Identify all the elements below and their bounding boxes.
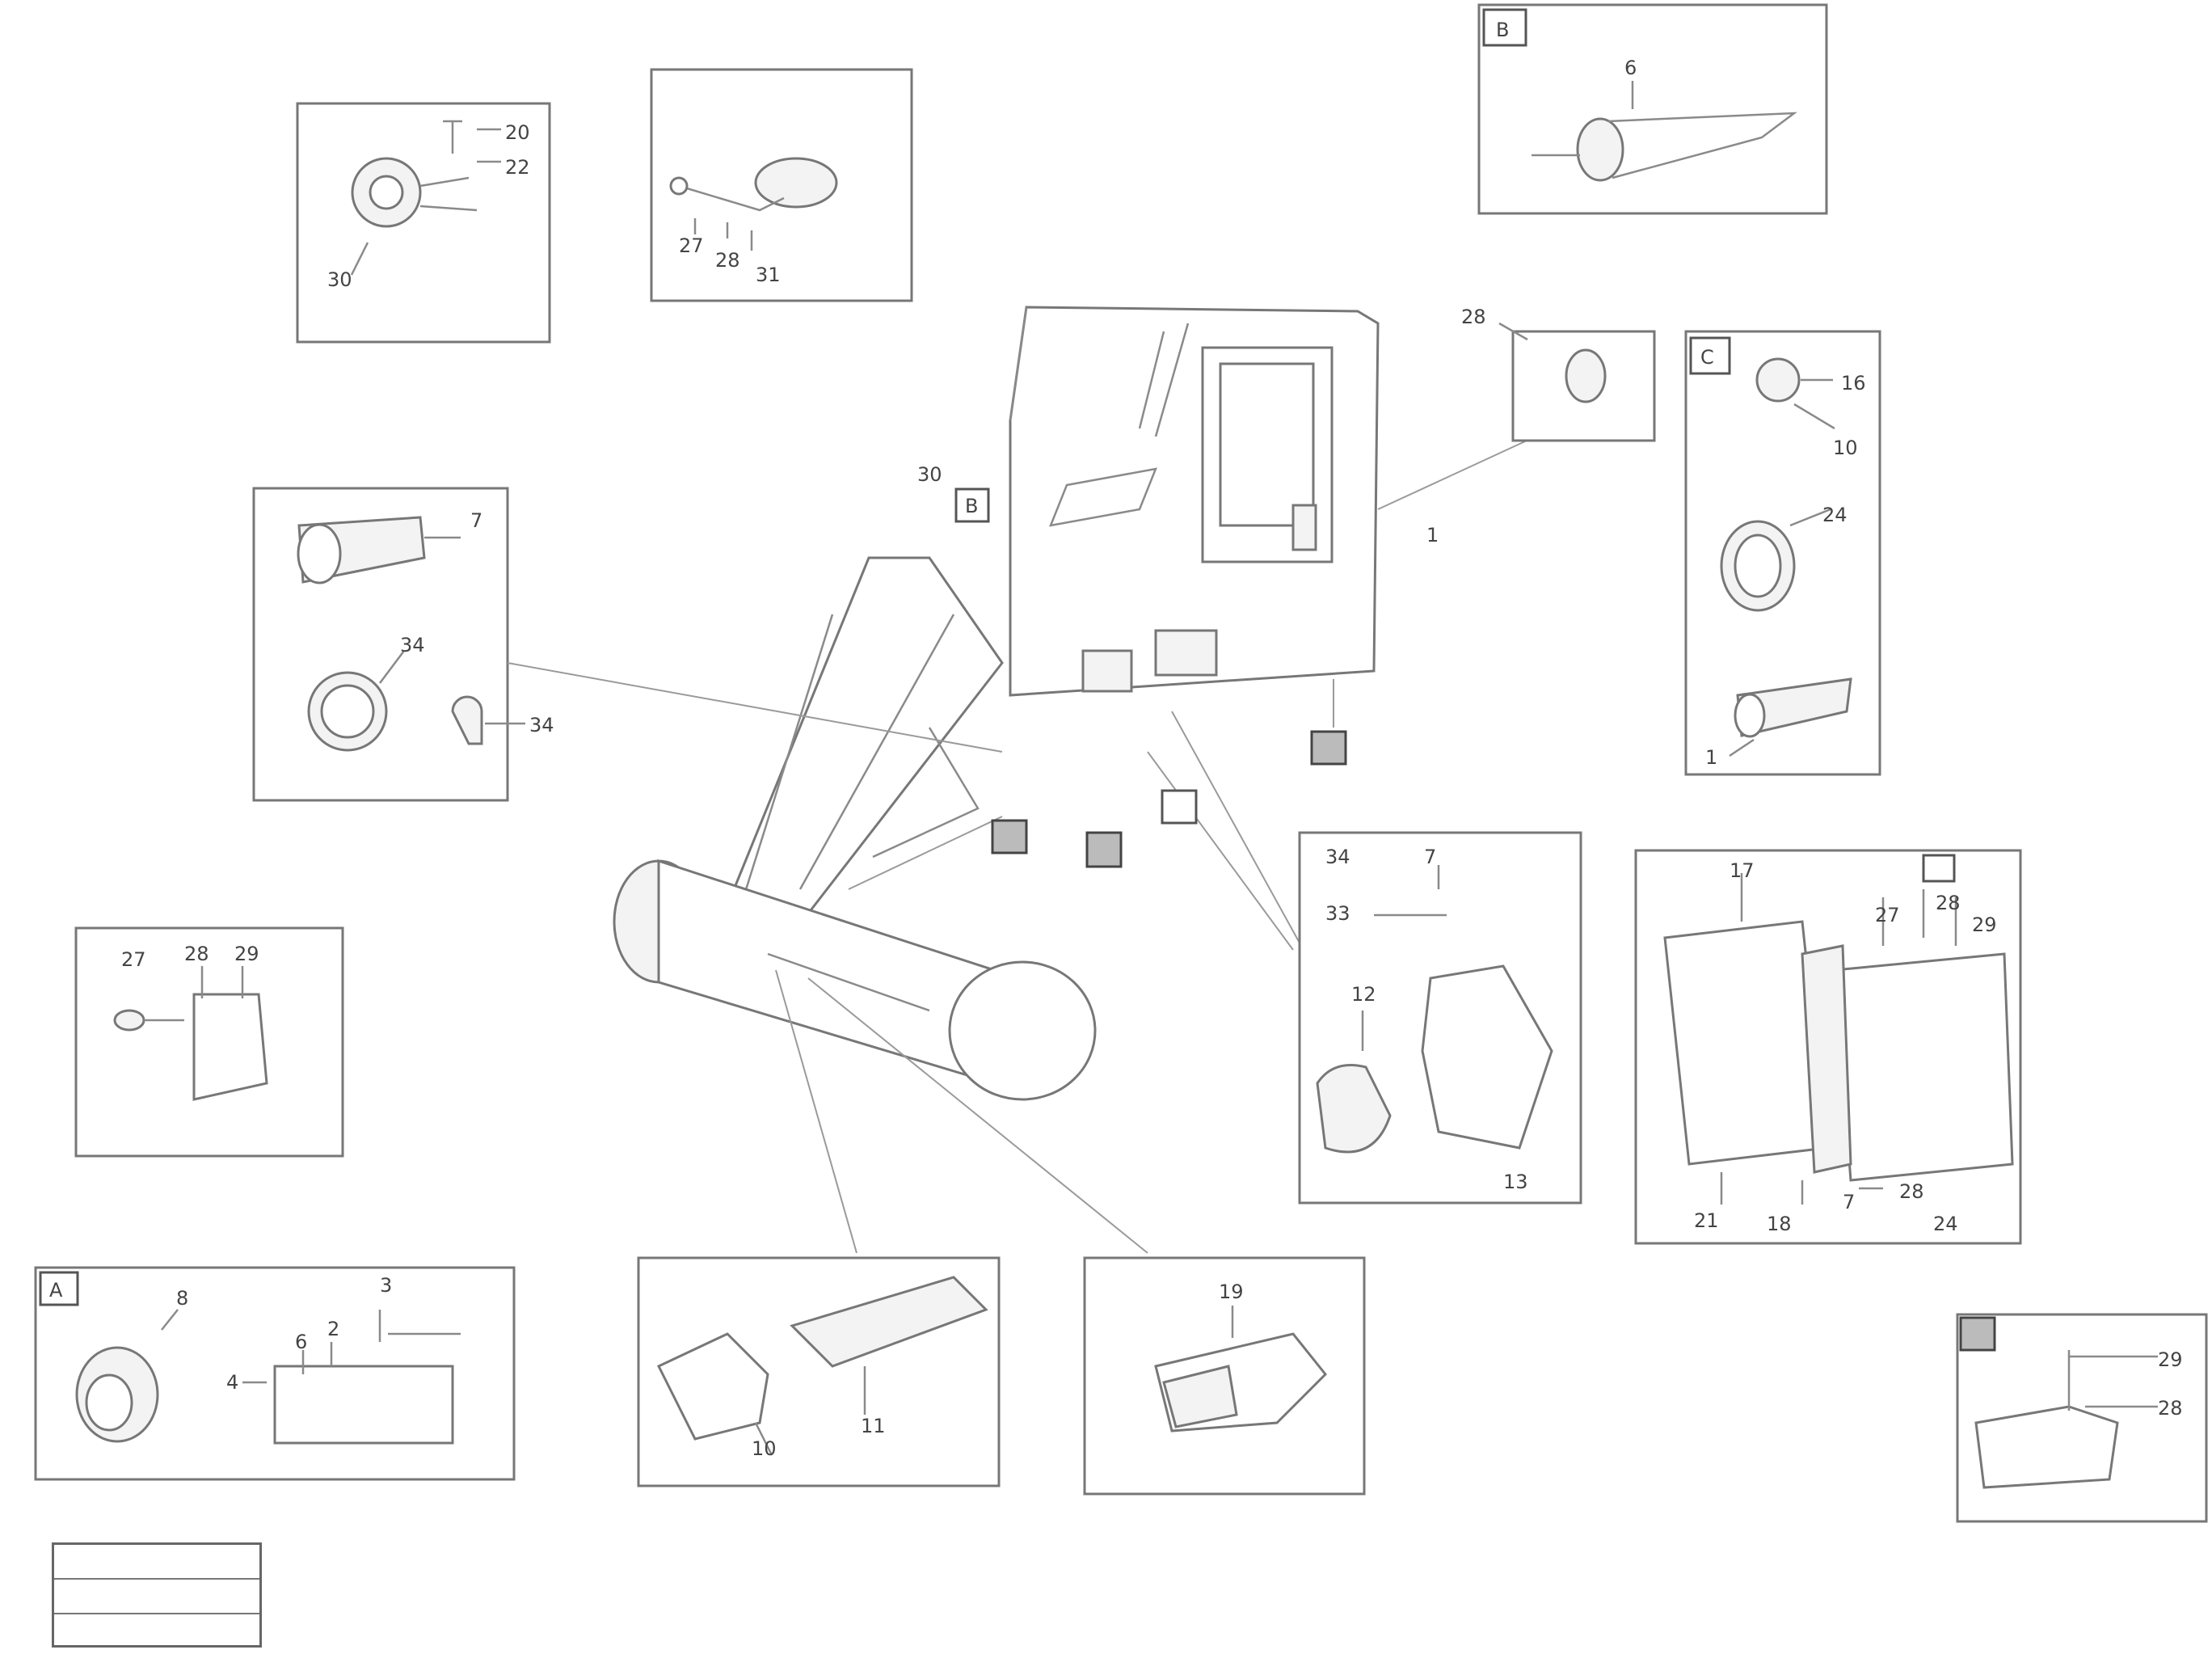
detail-box-a: A 8 3 6 2 4 [34, 1266, 516, 1481]
detail-box-19: 19 [1083, 1256, 1366, 1496]
callout-label: 7 [1843, 1191, 1855, 1213]
detail-box-control-unit: 17 27 28 29 21 18 7 28 24 [1634, 849, 2022, 1245]
callout-label: 17 [1730, 859, 1755, 882]
callout-label: 28 [1936, 892, 1961, 914]
callout-label: 6 [295, 1331, 307, 1353]
callout-label: 24 [1933, 1213, 1958, 1235]
callout-label: 1 [1705, 746, 1717, 769]
callout-label: 34 [529, 714, 554, 736]
callout-label: 4 [226, 1371, 238, 1394]
drawing-title-block [52, 1542, 262, 1648]
callout-label: 8 [176, 1287, 188, 1310]
detail-box-c: C 16 10 24 1 [1684, 330, 1881, 776]
title-block-row [54, 1614, 259, 1648]
callout-label: 21 [1694, 1209, 1719, 1232]
callout-label: 30 [327, 268, 352, 291]
callout-label: 18 [1767, 1213, 1792, 1235]
callout-label: 7 [470, 509, 482, 532]
callout-label: 19 [1219, 1281, 1244, 1303]
callout-label: 24 [1822, 504, 1848, 526]
detail-tag: C [1700, 346, 1714, 369]
detail-box-28: 28 [1461, 306, 1656, 442]
callout-label: 3 [380, 1274, 392, 1297]
callout-label: 27 [1875, 904, 1900, 926]
callout-label: 30 [917, 463, 942, 486]
detail-box-connector-assembly: 27 28 31 [650, 68, 913, 302]
detail-box-housing: 10 11 [637, 1256, 1001, 1487]
detail-box-d: 29 28 [1956, 1313, 2208, 1523]
callout-label: 13 [1503, 1171, 1528, 1193]
callout-label: 22 [505, 156, 530, 179]
callout-label: 31 [756, 264, 781, 286]
callout-label: 29 [1972, 913, 1997, 936]
callout-label: 7 [1424, 846, 1436, 868]
callout-label: 28 [2158, 1397, 2183, 1420]
callout-label: 20 [505, 121, 530, 144]
callout-label: 6 [1624, 57, 1637, 79]
detail-tag: B [1496, 19, 1509, 41]
callout-label: 12 [1351, 983, 1376, 1006]
cab-tag: B [965, 495, 978, 517]
callout-label: 1 [1426, 524, 1439, 546]
title-block-row [54, 1545, 259, 1580]
title-block-row [54, 1580, 259, 1614]
detail-box-b: B 6 [1477, 3, 1828, 215]
detail-box-lamp-assembly: 7 34 34 [252, 487, 554, 802]
callout-label: 29 [2158, 1348, 2183, 1371]
detail-tag: A [49, 1279, 63, 1302]
callout-label: 28 [184, 943, 209, 965]
machine-illustration: B 30 1 [507, 306, 1536, 1254]
callout-label: 33 [1325, 902, 1350, 925]
detail-box-switch-panel: 34 7 33 12 13 [1298, 831, 1582, 1205]
detail-box-steering-switch: 20 22 30 [296, 102, 551, 344]
callout-label: 28 [1899, 1180, 1924, 1203]
callout-label: 16 [1841, 372, 1866, 395]
callout-label: 34 [1325, 846, 1350, 868]
callout-label: 10 [1833, 437, 1858, 459]
callout-label: 2 [327, 1318, 339, 1340]
callout-label: 34 [400, 634, 425, 656]
detail-box-connector-small: 27 28 29 [74, 926, 344, 1158]
callout-label: 11 [861, 1415, 886, 1437]
callout-label: 28 [1461, 306, 1486, 328]
callout-label: 10 [752, 1437, 777, 1460]
callout-label: 27 [679, 234, 704, 257]
callout-label: 29 [234, 943, 259, 965]
callout-label: 28 [715, 249, 740, 272]
callout-label: 27 [121, 948, 146, 971]
